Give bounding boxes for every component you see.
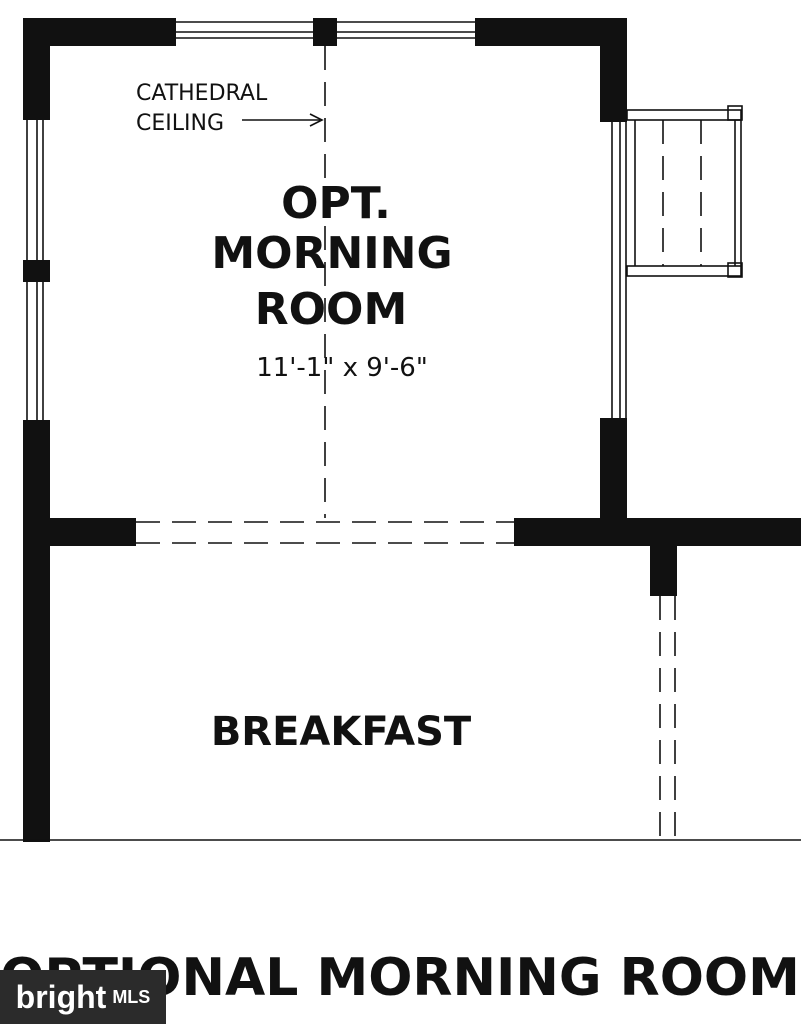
wall-left-post xyxy=(23,260,50,282)
opening-between-rooms xyxy=(136,521,514,544)
wall-left-upper xyxy=(23,18,50,120)
window-top-left xyxy=(176,21,313,39)
watermark-badge: bright MLS xyxy=(0,970,166,1024)
window-left-lower xyxy=(26,282,44,420)
wall-top-mid-post xyxy=(313,18,337,46)
wall-right-lower xyxy=(600,418,627,520)
breakfast-title: BREAKFAST xyxy=(211,709,472,755)
morning-room-dimensions: 11'-1" x 9'-6" xyxy=(256,353,428,383)
morning-room-title-2: MORNING xyxy=(211,228,452,279)
door-right-opening xyxy=(611,122,627,418)
morning-room-title-3: ROOM xyxy=(255,284,407,335)
annotation-arrow xyxy=(242,113,324,127)
wall-divider-post xyxy=(650,518,677,596)
watermark-brand: bright xyxy=(15,978,107,1015)
annotation-line1: CATHEDRAL xyxy=(136,81,268,106)
wall-right-upper xyxy=(600,18,627,122)
window-left-upper xyxy=(26,120,44,260)
breakfast-right-opening xyxy=(659,596,676,840)
wall-left-lower xyxy=(23,420,50,842)
watermark-suffix: MLS xyxy=(112,986,151,1007)
window-top-right xyxy=(337,21,475,39)
morning-room-title-1: OPT. xyxy=(281,178,391,229)
exterior-steps xyxy=(626,105,743,278)
wall-divider-left xyxy=(23,518,136,546)
annotation-line2: CEILING xyxy=(136,111,224,136)
